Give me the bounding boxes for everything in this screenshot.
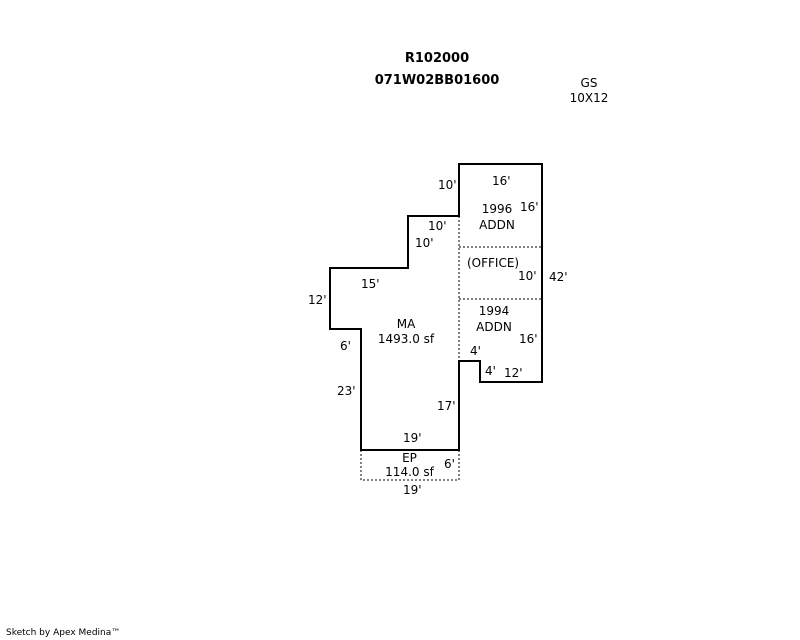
gs-label: GS: [580, 76, 598, 90]
map-number: 071W02BB01600: [374, 73, 500, 88]
dim-16-right-1994: 16': [519, 332, 538, 346]
dim-16-right-1996: 16': [520, 200, 539, 214]
sketch-credit: Sketch by Apex Medina™: [6, 628, 121, 638]
dim-10-top-left: 10': [438, 178, 457, 192]
dim-10-office: 10': [518, 269, 537, 283]
addn-1996-year: 1996: [481, 202, 513, 216]
office-label: (OFFICE): [467, 256, 520, 270]
parcel-id: R102000: [404, 51, 470, 66]
main-area-label: MA: [396, 317, 416, 331]
dim-16-top: 16': [492, 174, 511, 188]
dim-10-step: 10': [428, 219, 447, 233]
addn-1994-label: ADDN: [476, 320, 512, 334]
main-area-value: 1493.0 sf: [377, 332, 435, 346]
dim-10-step-vert: 10': [415, 236, 434, 250]
dim-19-main-bottom: 19': [403, 431, 422, 445]
addn-1994-year: 1994: [478, 304, 510, 318]
dim-17: 17': [437, 399, 456, 413]
dim-15: 15': [361, 277, 380, 291]
dim-4-notch-vert: 4': [470, 344, 481, 358]
dim-42: 42': [549, 270, 568, 284]
dim-19-porch: 19': [403, 483, 422, 497]
porch-area-value: 114.0 sf: [385, 465, 434, 479]
dim-12-left: 12': [308, 293, 327, 307]
dim-12-bottom-right: 12': [504, 366, 523, 380]
dim-6-left: 6': [340, 339, 351, 353]
porch-label: EP: [402, 451, 417, 465]
dim-4-notch-horz: 4': [485, 364, 496, 378]
gs-size: 10X12: [569, 91, 609, 105]
dim-23: 23': [337, 384, 356, 398]
addn-1996-label: ADDN: [479, 218, 515, 232]
dim-6-porch: 6': [444, 457, 455, 471]
